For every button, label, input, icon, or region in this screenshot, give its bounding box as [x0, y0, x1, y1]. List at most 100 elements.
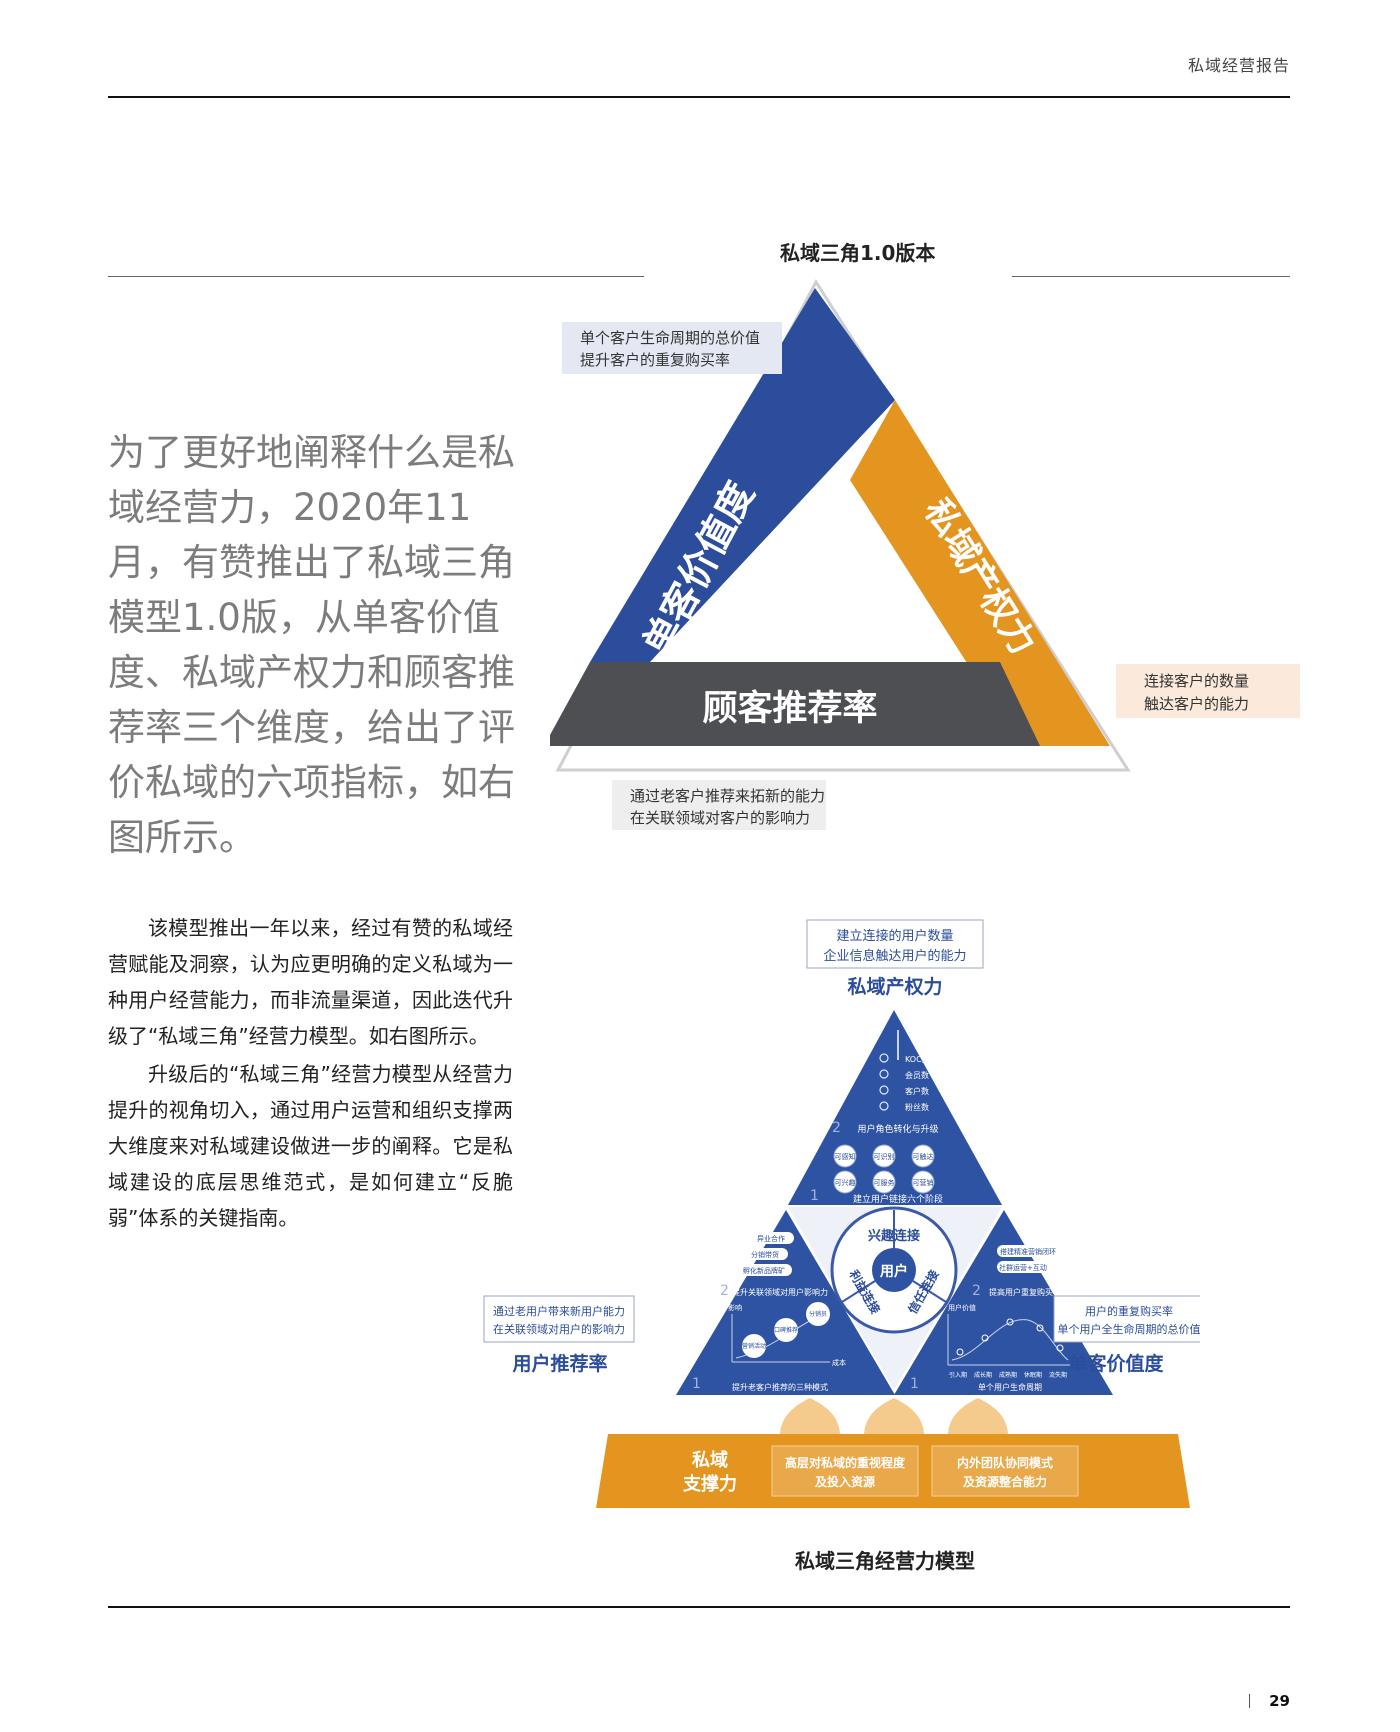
left-note-line-2: 在关联领域对用户的影响力 — [493, 1322, 625, 1336]
figure2-model: 建立连接的用户数量 企业信息触达用户的能力 私域产权力 KOC数 会员数 客户数… — [483, 919, 1201, 1508]
stage-circle-label: 可兴趣 — [835, 1178, 856, 1187]
left-side-blue — [590, 288, 895, 662]
base-box-1 — [771, 1445, 919, 1497]
stage-circle-label: 可触达 — [913, 1152, 934, 1161]
footer-rule — [108, 1606, 1290, 1608]
left-note-box — [483, 1295, 635, 1343]
top-stage-1: 建立用户链接六个阶段 — [853, 1193, 943, 1205]
right-tag: 搭建精准营销闭环 — [1000, 1247, 1056, 1256]
person-icon — [879, 1101, 889, 1111]
base-box-2-line-1: 内外团队协同模式 — [957, 1455, 1053, 1470]
left-y-axis: 影响 — [728, 1303, 742, 1312]
base-box-1-line-2: 及投入资源 — [815, 1474, 875, 1489]
user-core — [872, 1248, 916, 1292]
lifecycle-phase: 休眠期 — [1024, 1371, 1042, 1379]
right-label: 单客价值度 — [1068, 1352, 1164, 1375]
right-note-box — [1116, 664, 1300, 718]
figure2-title: 私域三角经营力模型 — [795, 1549, 975, 1573]
right-stage-1: 单个用户生命周期 — [978, 1382, 1042, 1392]
person-icon — [879, 1069, 889, 1079]
right-side-orange — [850, 400, 1110, 746]
left-bubble: 分销员 — [809, 1310, 827, 1318]
bottom-side-dark — [550, 662, 1040, 746]
stage-circle-label: 可感知 — [835, 1152, 856, 1161]
left-x-axis: 成本 — [832, 1358, 846, 1367]
right-note-line-2: 单个用户全生命周期的总价值 — [1058, 1322, 1201, 1336]
top-note-line-2: 企业信息触达用户的能力 — [823, 948, 966, 964]
top-stage-2: 用户角色转化与升级 — [857, 1123, 938, 1135]
lead-paragraph: 为了更好地阐释什么是私域经营力，2020年11月，有赞推出了私域三角模型1.0版… — [108, 431, 515, 859]
left-tags — [736, 1232, 794, 1276]
level-customer: 客户数 — [905, 1086, 929, 1096]
left-bubble: 口碑推荐 — [774, 1326, 798, 1334]
top-stage-1-number: 1 — [810, 1188, 819, 1204]
level-list: KOC数 会员数 客户数 粉丝数 — [905, 1054, 930, 1112]
bottom-note-line-1: 通过老客户推荐来拓新的能力 — [630, 787, 825, 805]
left-tag: 分销带货 — [751, 1250, 779, 1259]
interest-connection: 兴趣连接 — [868, 1228, 920, 1244]
six-stage-circles — [833, 1144, 935, 1194]
bottom-side-label: 顾客推荐率 — [702, 688, 877, 729]
support-arrows — [780, 1398, 1008, 1436]
fig1-left-rule — [108, 276, 644, 277]
base-label-line-1: 私域 — [692, 1449, 728, 1471]
lifecycle-phase: 引入期 — [949, 1371, 967, 1379]
header-rule — [108, 96, 1290, 98]
stage-circle-label: 可服务 — [874, 1178, 895, 1187]
left-stage-2-number: 2 — [720, 1283, 729, 1299]
person-icon — [879, 1053, 889, 1063]
right-note-box — [1053, 1295, 1200, 1343]
person-icon — [1006, 1318, 1014, 1326]
left-stage-1-number: 1 — [692, 1376, 701, 1392]
fig1-right-rule — [1012, 276, 1290, 277]
base-box-1-line-1: 高层对私域的重视程度 — [785, 1455, 906, 1470]
top-label: 私域产权力 — [847, 975, 942, 998]
person-icon — [879, 1085, 889, 1095]
level-koc: KOC数 — [905, 1054, 930, 1064]
stage-circle-label: 可识别 — [874, 1152, 895, 1161]
person-icon — [956, 1348, 964, 1356]
left-note-line-1: 通过老用户带来新用户能力 — [493, 1304, 625, 1318]
left-triangle — [676, 1210, 895, 1395]
left-label: 用户推荐率 — [512, 1352, 607, 1375]
lifecycle-phase: 流失期 — [1049, 1371, 1067, 1379]
bottom-note-line-2: 在关联领域对客户的影响力 — [630, 809, 810, 827]
level-fans: 粉丝数 — [905, 1102, 929, 1112]
lifecycle-phase: 成熟期 — [999, 1371, 1017, 1379]
person-icon — [1036, 1324, 1044, 1332]
page-number: 29 — [1269, 1692, 1290, 1710]
figure1-triangle: 单客价值度 私域产权力 顾客推荐率 单个客户生命周期的总价值 提升客户的重复购买… — [550, 279, 1300, 830]
running-header: 私域经营报告 — [1187, 56, 1290, 75]
level-member: 会员数 — [905, 1070, 929, 1080]
bottom-note-box — [612, 780, 826, 830]
page-number-divider — [1249, 1694, 1250, 1708]
top-note-line-1: 建立连接的用户数量 — [836, 928, 953, 944]
person-icon — [981, 1334, 989, 1342]
left-tag: 异业合作 — [757, 1234, 785, 1243]
left-note-line-2: 提升客户的重复购买率 — [580, 351, 730, 369]
base-label-line-2: 支撑力 — [682, 1473, 737, 1495]
left-stage-1: 提升老客户推荐的三种模式 — [732, 1382, 828, 1392]
right-note-line-2: 触达客户的能力 — [1144, 695, 1249, 713]
right-note-line-1: 连接客户的数量 — [1144, 672, 1249, 690]
stage-circle-label: 可营销 — [913, 1178, 934, 1187]
body-paragraph-1: 该模型推出一年以来，经过有赞的私域经营赋能及洞察，认为应更明确的定义私域为一种用… — [108, 916, 513, 1048]
right-stage-2-number: 2 — [972, 1283, 981, 1299]
top-triangle — [788, 1010, 1002, 1205]
base-box-2-line-2: 及资源整合能力 — [963, 1474, 1047, 1489]
figure1-title: 私域三角1.0版本 — [780, 241, 936, 265]
top-stage-2-number: 2 — [832, 1120, 841, 1136]
right-stage-1-number: 1 — [910, 1376, 919, 1392]
center-user: 用户 — [880, 1263, 908, 1280]
left-tag: 孵化新品牌矿 — [743, 1266, 785, 1275]
right-tag: 社群运营+互动 — [999, 1263, 1047, 1272]
left-note-box — [562, 322, 782, 374]
right-note-line-1: 用户的重复购买率 — [1085, 1304, 1173, 1318]
left-note-line-1: 单个客户生命周期的总价值 — [580, 329, 760, 347]
left-stage-2: 提升关联领域对用户影响力 — [732, 1287, 828, 1297]
right-stage-2: 提高用户重复购买率 — [989, 1287, 1061, 1297]
base-box-2 — [931, 1445, 1079, 1497]
body-text: 该模型推出一年以来，经过有赞的私域经营赋能及洞察，认为应更明确的定义私域为一种用… — [108, 910, 513, 1236]
left-bubble: 营销活动 — [742, 1342, 766, 1350]
top-note-box — [806, 919, 984, 969]
